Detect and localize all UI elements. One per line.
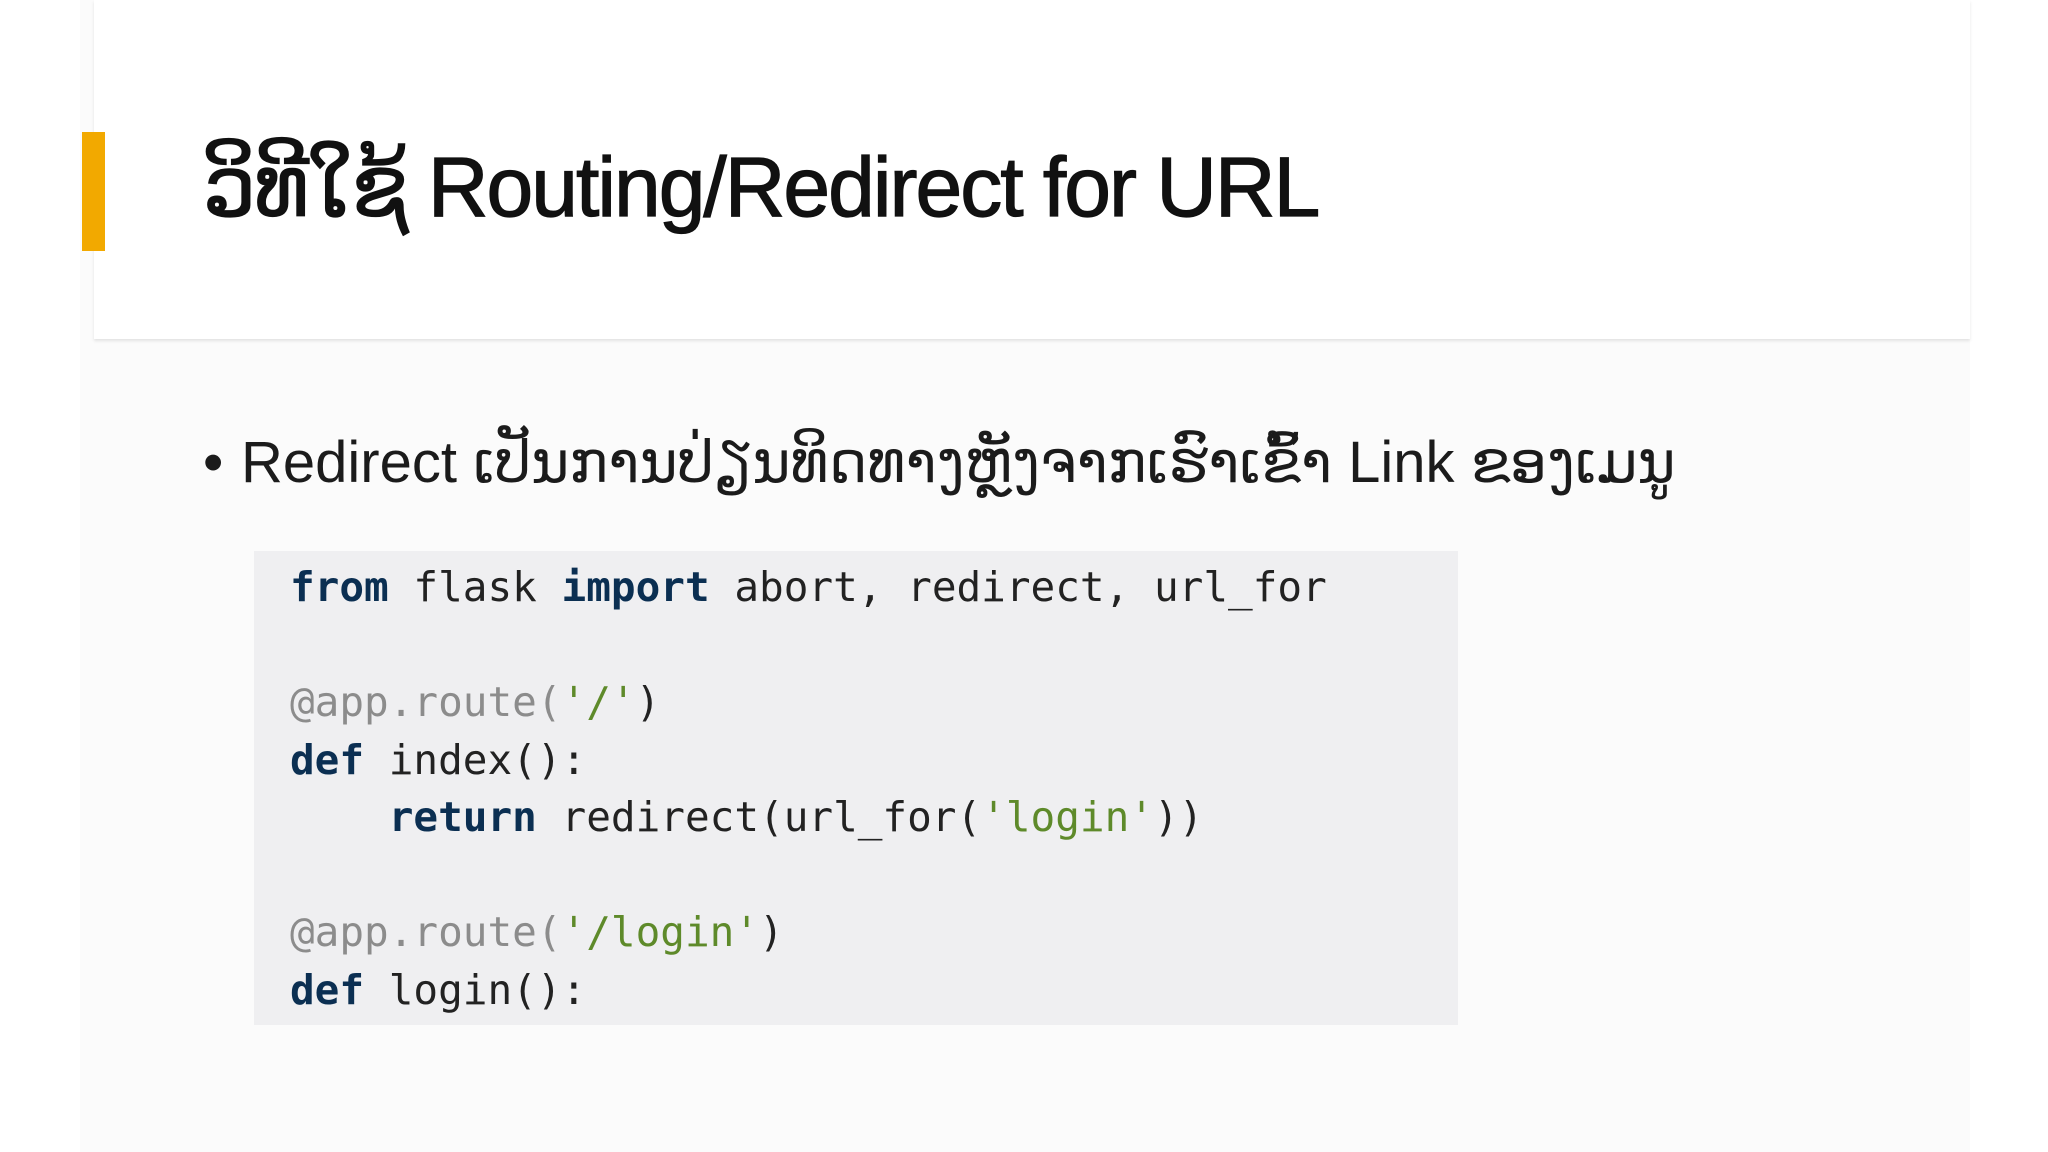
code-text: ) bbox=[635, 678, 661, 726]
title-placeholder bbox=[94, 0, 1970, 339]
code-line-4: def index(): bbox=[290, 736, 586, 784]
code-block: from flask import abort, redirect, url_f… bbox=[290, 559, 1327, 1019]
code-line-5: return redirect(url_for('login')) bbox=[290, 793, 1204, 841]
code-keyword: return bbox=[388, 793, 537, 841]
title-accent-bar bbox=[82, 132, 105, 251]
code-text: login(): bbox=[364, 965, 587, 1014]
code-text: flask bbox=[388, 563, 562, 611]
code-text: abort, redirect, url_for bbox=[709, 563, 1327, 611]
code-line-7: @app.route('/login') bbox=[290, 908, 784, 956]
code-line-3: @app.route('/') bbox=[290, 678, 660, 726]
code-string: 'login' bbox=[981, 793, 1154, 841]
code-keyword: import bbox=[561, 563, 710, 611]
code-text: )) bbox=[1153, 793, 1204, 841]
code-text: redirect(url_for( bbox=[536, 793, 982, 841]
code-line-1: from flask import abort, redirect, url_f… bbox=[290, 563, 1327, 611]
slide-title: ວິທີໃຊ້ Routing/Redirect for URL bbox=[202, 139, 1320, 234]
code-string: '/' bbox=[561, 678, 636, 726]
code-decorator: @app.route( bbox=[290, 908, 562, 956]
code-keyword: def bbox=[290, 965, 365, 1014]
bullet-text: Redirect ເປັນການປ່ຽນທິດທາງຫຼັງຈາກເຮົາເຂົ… bbox=[241, 430, 1676, 495]
code-text: index(): bbox=[364, 735, 587, 784]
code-keyword: from bbox=[290, 563, 389, 611]
code-text: ) bbox=[759, 908, 784, 956]
code-snippet-image: from flask import abort, redirect, url_f… bbox=[254, 551, 1458, 1025]
code-decorator: @app.route( bbox=[290, 678, 562, 726]
code-string: '/login' bbox=[561, 908, 760, 956]
code-line-8: def login(): bbox=[290, 966, 586, 1014]
code-keyword: def bbox=[290, 735, 365, 784]
bullet-item: • Redirect ເປັນການປ່ຽນທິດທາງຫຼັງຈາກເຮົາເຂ… bbox=[203, 428, 1676, 498]
bullet-marker: • bbox=[203, 430, 224, 495]
code-indent bbox=[290, 793, 389, 841]
